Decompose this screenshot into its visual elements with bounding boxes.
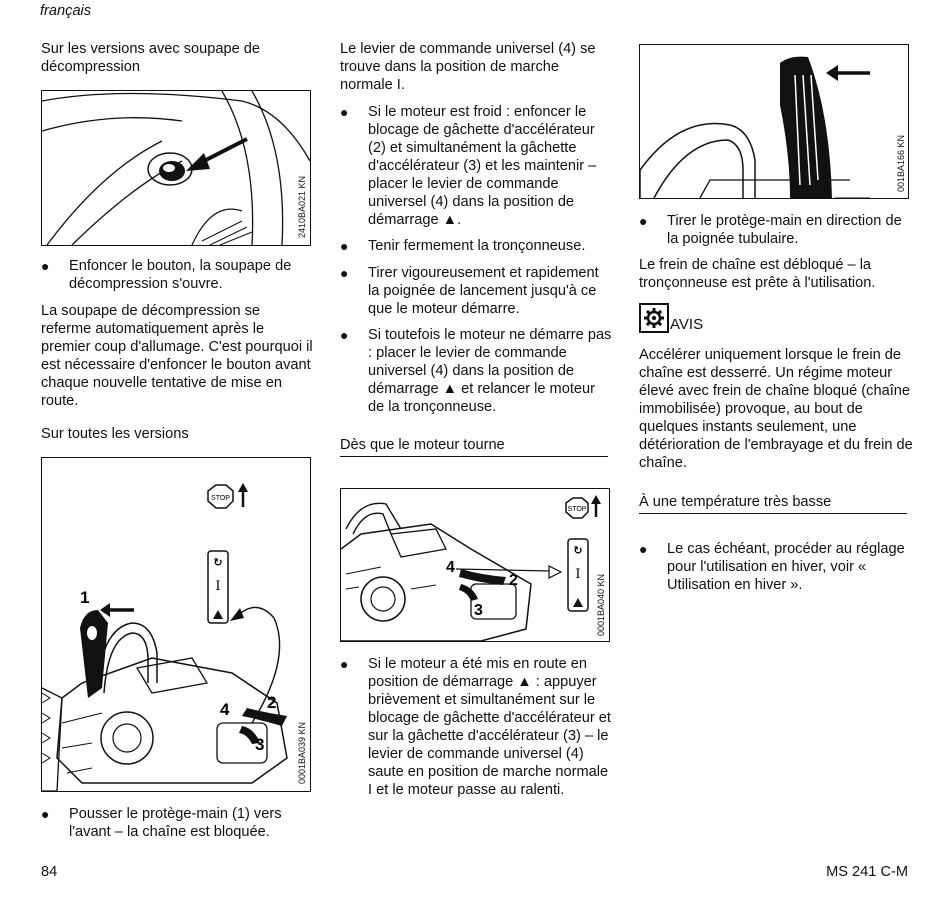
stop-sign-label: STOP [211,495,230,502]
svg-text:↻: ↻ [573,544,582,557]
figure-engine-running: STOP ↻ I 4 2 3 [340,488,610,642]
bullet-icon: ● [340,656,349,672]
svg-text:↻: ↻ [213,556,222,569]
callout-3: 3 [474,602,483,619]
heading-low-temperature: À une température très basse [639,493,907,514]
list-item: ● Tirer le protège-main en direction de … [639,213,902,247]
heading-decompression: Sur les versions avec soupape de décompr… [41,41,261,75]
notice-label: AVIS [670,316,704,333]
figure-code: 2410BA021 KN [297,175,307,238]
figure-decompression-valve [41,90,311,246]
figure-code: 001BA166 KN [896,134,906,192]
notice-paragraph: Accélérer uniquement lorsque le frein de… [639,347,913,471]
callout-3: 3 [255,735,264,754]
model-name: MS 241 C-M [826,864,908,880]
figure-chainsaw-start: STOP ↻ I 1 2 3 4 [41,457,311,792]
list-item: ● Si le moteur a été mis en route en pos… [340,656,611,798]
bullet-icon: ● [340,104,349,120]
callout-4: 4 [446,559,455,576]
figure-hand-guard [639,44,909,199]
stop-sign-label: STOP [568,506,587,513]
callout-2: 2 [509,572,518,589]
heading-engine-running: Dès que le moteur tourne [340,436,608,457]
paragraph: Le frein de chaîne est débloqué – la tro… [639,257,876,291]
callout-2: 2 [267,693,276,712]
language-label: français [40,3,92,19]
bullet-icon: ● [340,327,349,343]
svg-text:I: I [215,579,220,594]
figure-code: 0001BA040 KN [596,573,606,636]
svg-text:I: I [575,567,580,582]
list-item: ● Enfoncer le bouton, la soupape de déco… [41,258,292,292]
bullet-icon: ● [340,265,349,281]
paragraph: La soupape de décompression se referme a… [41,303,313,409]
list-item: ● Pousser le protège-main (1) vers l'ava… [41,806,282,840]
list-item: ● Tenir fermement la tronçonneuse. [340,238,586,254]
list-item: ● Le cas échéant, procéder au réglage po… [639,541,905,593]
list-item: ● Tirer vigoureusement et rapidement la … [340,265,599,317]
list-item: ● Si le moteur est froid : enfoncer le b… [340,104,597,228]
bullet-icon: ● [41,258,50,274]
page-number: 84 [41,864,58,880]
paragraph: Le levier de commande universel (4) se t… [340,41,596,93]
heading-all-versions: Sur toutes les versions [41,426,189,442]
bullet-icon: ● [41,806,50,822]
gear-icon [639,303,669,333]
bullet-icon: ● [639,213,648,229]
callout-1: 1 [80,588,89,607]
bullet-icon: ● [639,541,648,557]
list-item: ● Si toutefois le moteur ne démarre pas … [340,327,612,415]
bullet-icon: ● [340,238,349,254]
callout-4: 4 [220,700,230,719]
figure-code: 0001BA039 KN [297,721,307,784]
